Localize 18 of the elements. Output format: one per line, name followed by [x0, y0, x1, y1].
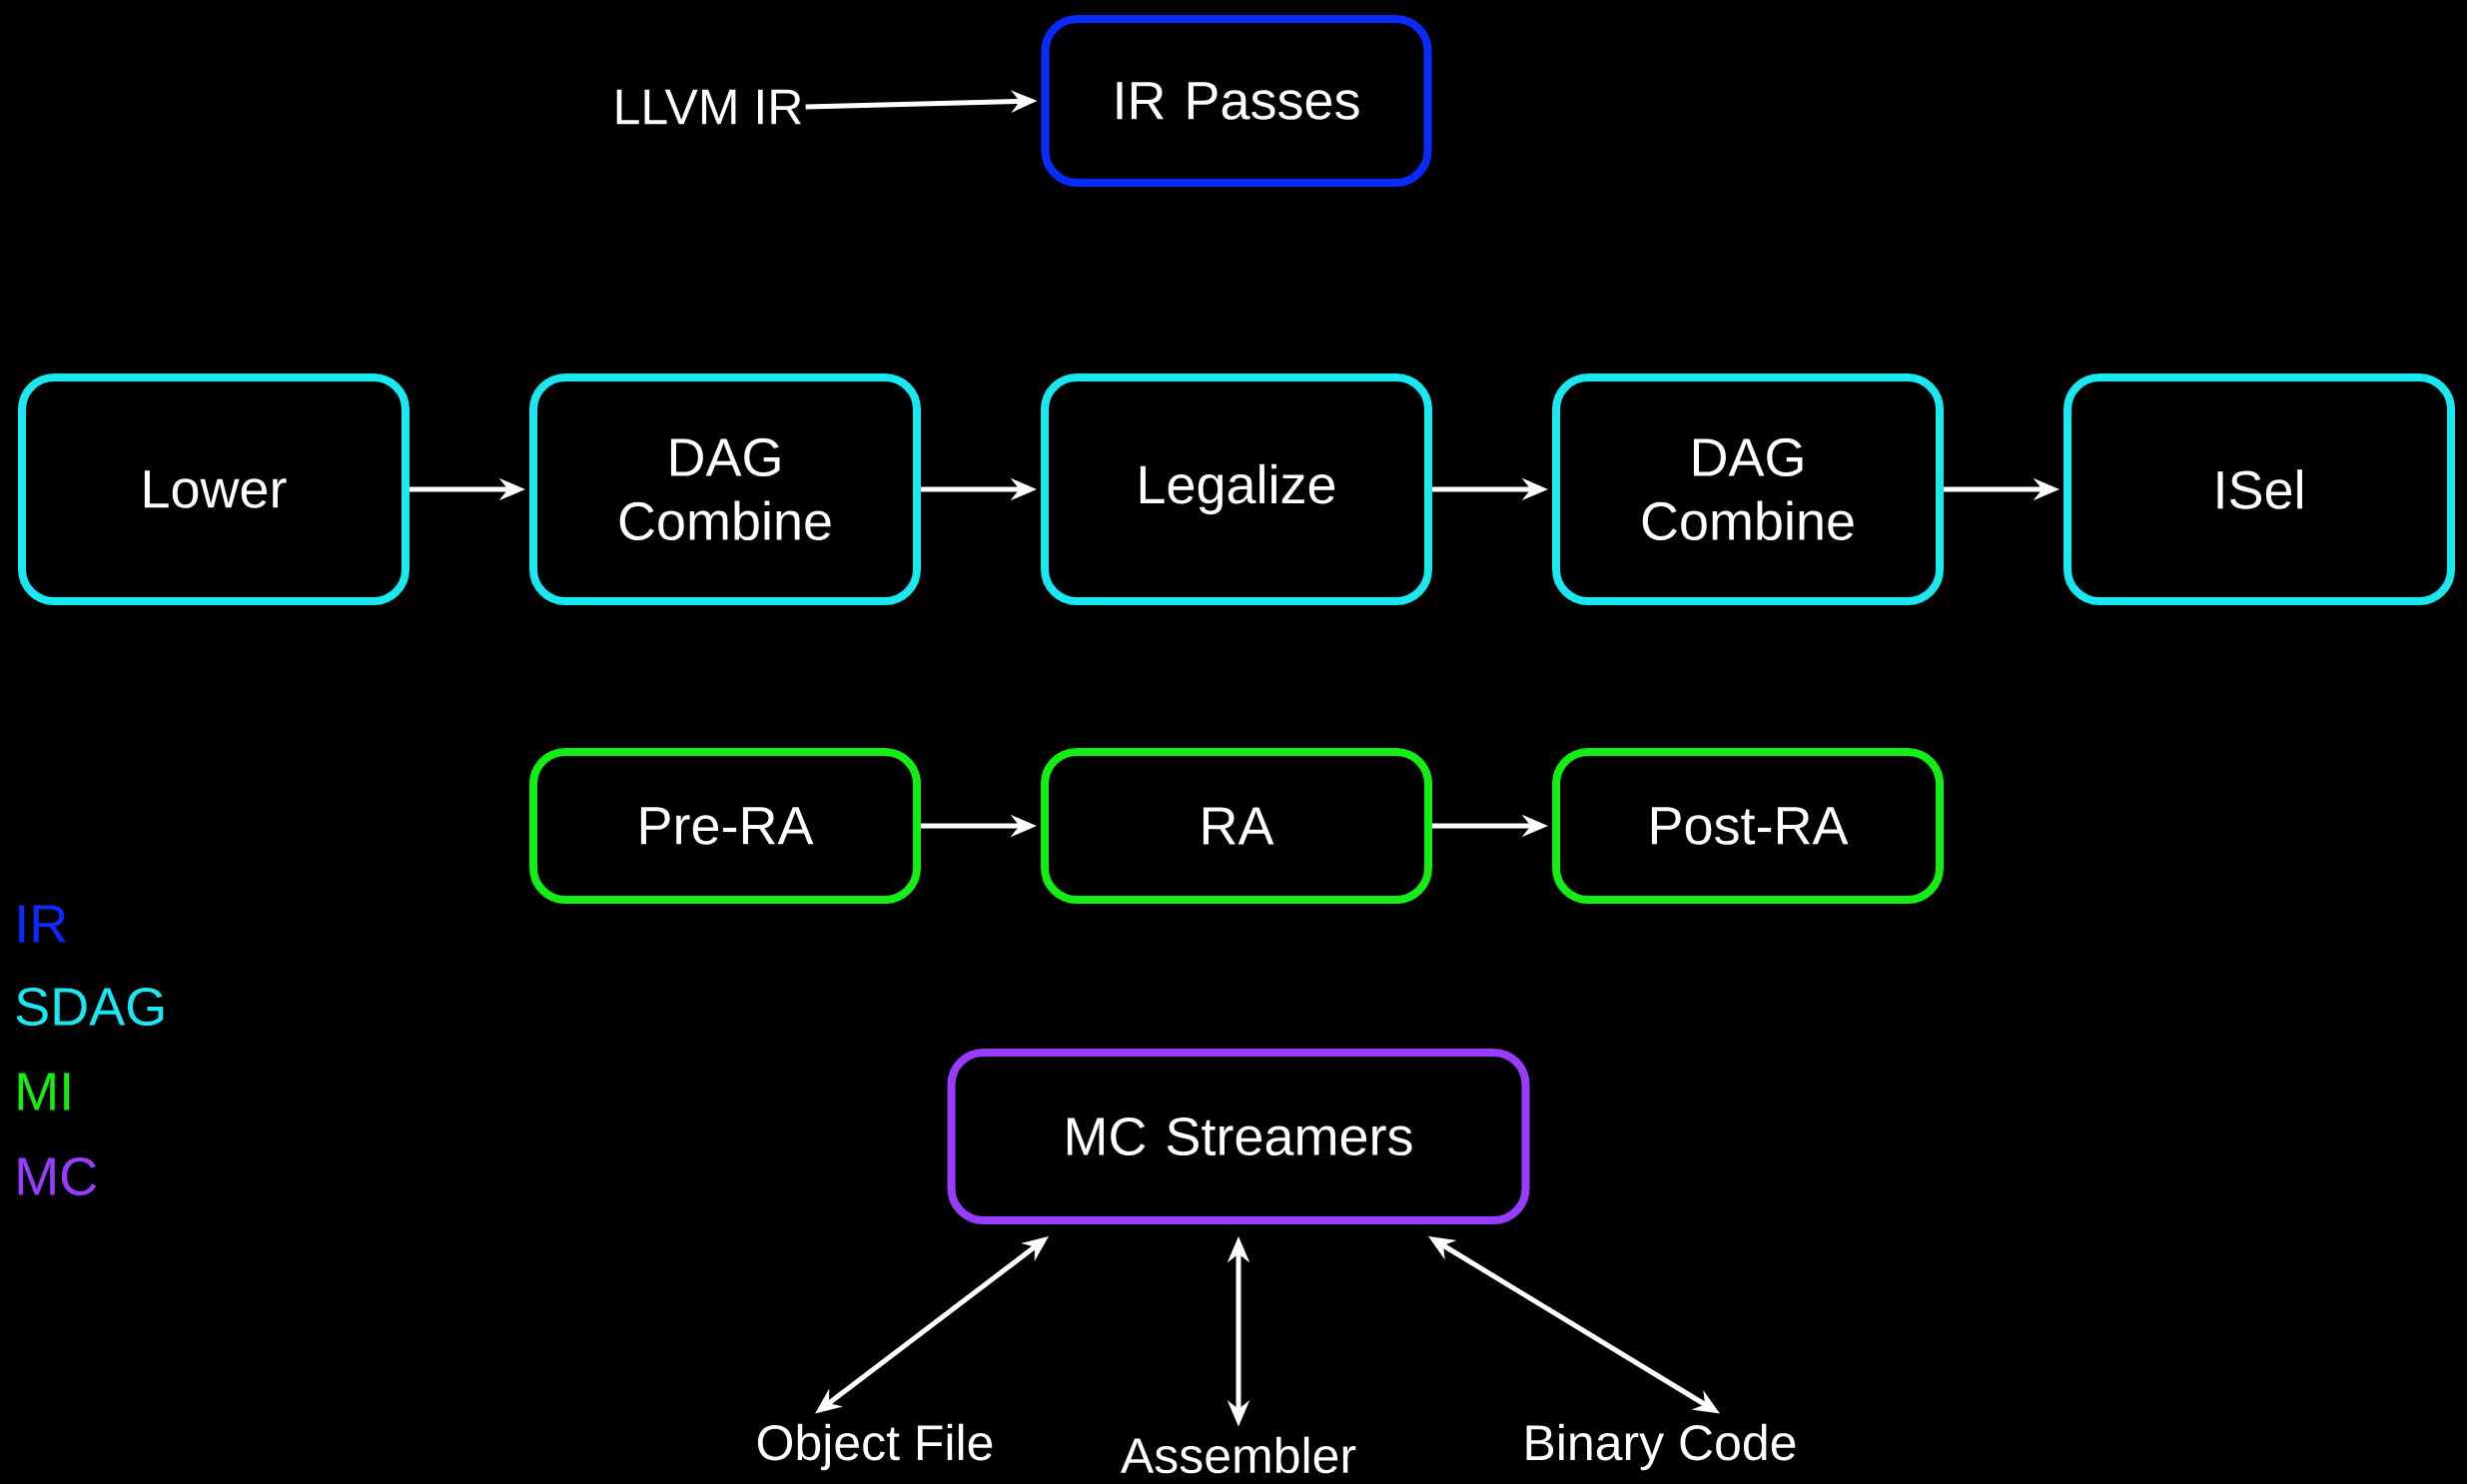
legend-entry: IR	[19, 905, 66, 943]
text-label: Object File	[757, 1423, 993, 1471]
legend-entry: MI	[18, 1073, 70, 1111]
process-box: ISel	[2063, 373, 2456, 605]
process-box: MC Streamers	[947, 1049, 1530, 1224]
process-box: Pre-RA	[529, 748, 921, 904]
process-box: DAG Combine	[1552, 373, 1945, 605]
process-box: RA	[1041, 748, 1432, 904]
process-box: Lower	[18, 373, 410, 605]
text-label: Assembler	[1121, 1436, 1356, 1474]
process-box: DAG Combine	[529, 373, 921, 605]
text-label: Binary Code	[1526, 1423, 1796, 1471]
process-box: Legalize	[1041, 373, 1432, 605]
process-box: Post-RA	[1552, 748, 1945, 904]
text-label: LLVM IR	[616, 89, 802, 125]
process-box: IR Passes	[1041, 15, 1432, 187]
legend-entry: SDAG	[16, 987, 164, 1027]
legend-entry: MC	[18, 1156, 97, 1196]
